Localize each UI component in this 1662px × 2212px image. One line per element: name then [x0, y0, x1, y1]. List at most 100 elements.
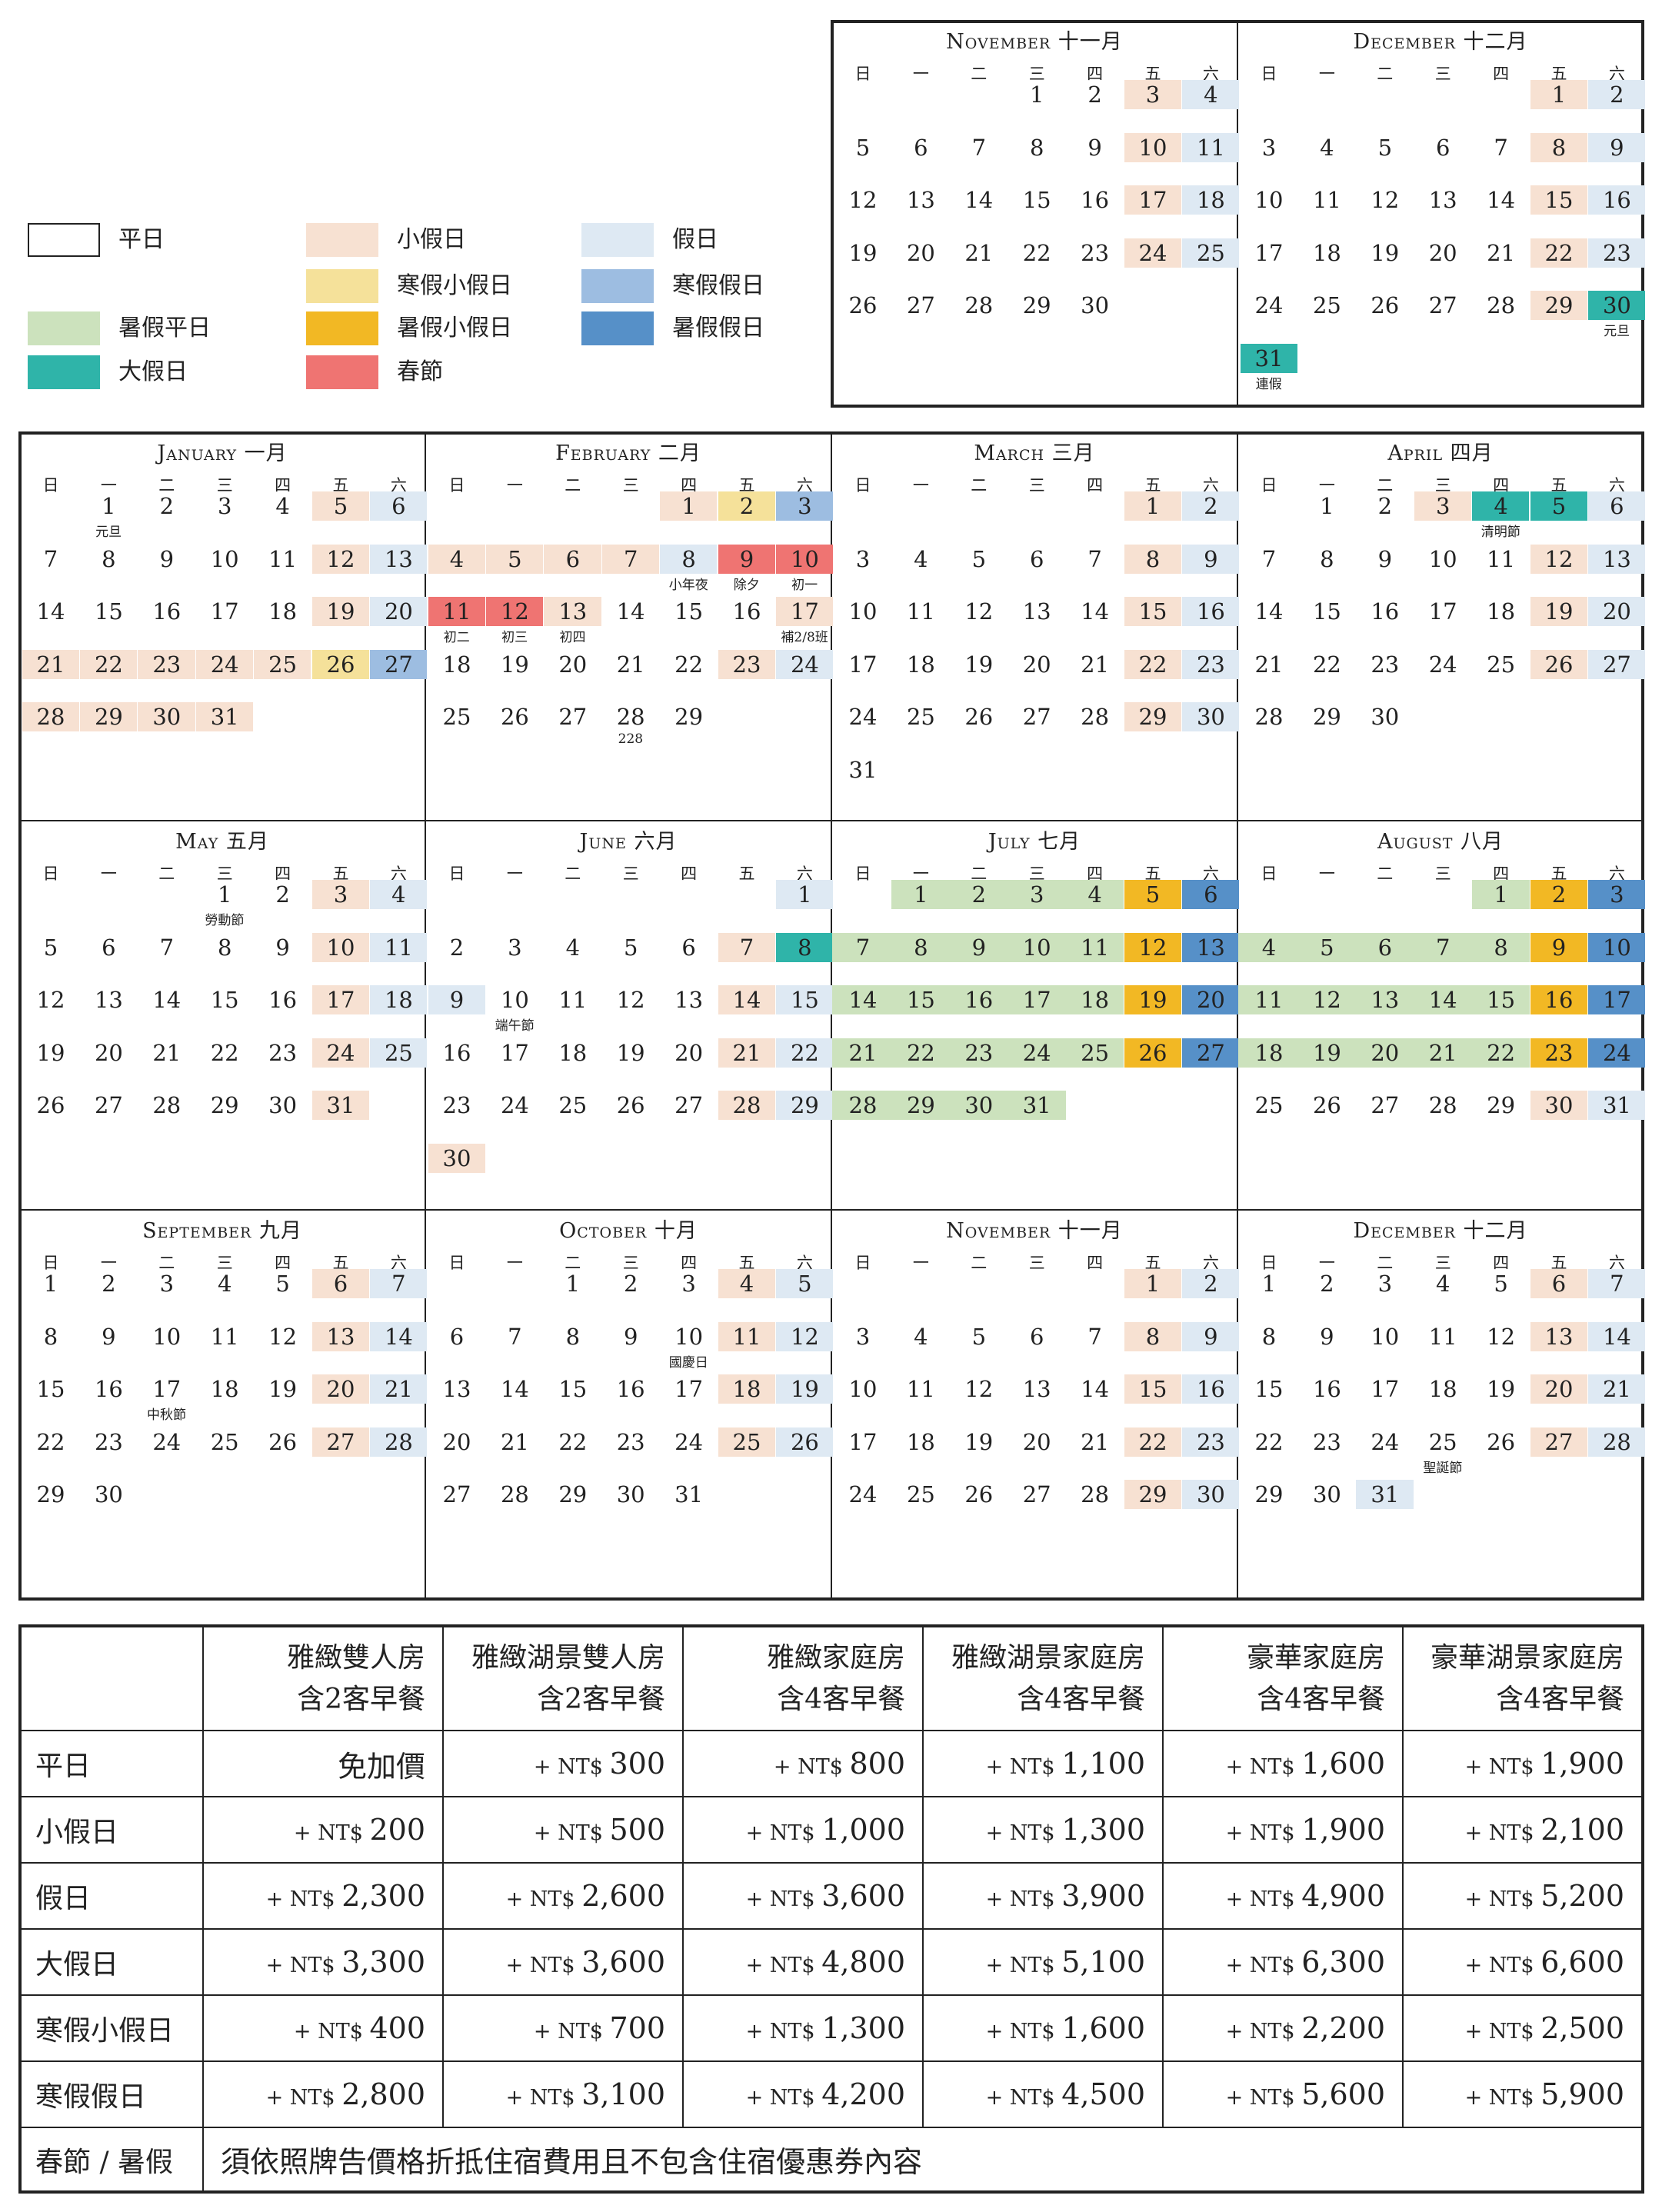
day-number[interactable]: 22: [1138, 651, 1167, 678]
day-number[interactable]: 25: [558, 1092, 588, 1118]
day-number[interactable]: 27: [1022, 704, 1051, 730]
day-number[interactable]: 2: [1204, 1271, 1218, 1297]
day-number[interactable]: 12: [1544, 545, 1574, 572]
day-number[interactable]: 2: [623, 1271, 638, 1297]
day-number[interactable]: 30: [1544, 1092, 1574, 1118]
day-number[interactable]: 1: [43, 1271, 58, 1297]
day-number[interactable]: 27: [1544, 1428, 1574, 1455]
day-number[interactable]: 25: [268, 651, 298, 678]
day-number[interactable]: 15: [36, 1376, 65, 1402]
day-number[interactable]: 30: [1371, 704, 1400, 730]
day-number[interactable]: 12: [326, 545, 355, 572]
day-number[interactable]: 11: [268, 545, 298, 572]
day-number[interactable]: 28: [964, 292, 994, 318]
day-number[interactable]: 14: [1081, 1376, 1110, 1402]
day-number[interactable]: 23: [442, 1092, 471, 1118]
day-number[interactable]: 13: [1022, 1376, 1051, 1402]
day-number[interactable]: 9: [1610, 134, 1624, 161]
day-number[interactable]: 26: [964, 1481, 994, 1507]
day-number[interactable]: 5: [971, 1323, 987, 1350]
day-number[interactable]: 19: [1544, 598, 1574, 625]
day-number[interactable]: 22: [1022, 239, 1051, 266]
day-number[interactable]: 19: [1487, 1376, 1516, 1402]
day-number[interactable]: 9: [275, 934, 290, 961]
day-number[interactable]: 6: [333, 1271, 348, 1297]
day-number[interactable]: 2: [1610, 82, 1624, 108]
day-number[interactable]: 7: [1261, 545, 1277, 572]
day-number[interactable]: 23: [1081, 239, 1110, 266]
day-number[interactable]: 29: [674, 704, 704, 730]
day-number[interactable]: 25: [732, 1428, 761, 1455]
day-number[interactable]: 8: [1145, 545, 1161, 572]
day-number[interactable]: 1: [217, 881, 232, 908]
day-number[interactable]: 9: [159, 545, 175, 572]
day-number[interactable]: 10: [1254, 187, 1284, 213]
day-number[interactable]: 7: [391, 1271, 406, 1297]
day-number[interactable]: 3: [1377, 1271, 1393, 1297]
day-number[interactable]: 20: [1022, 1428, 1051, 1455]
day-number[interactable]: 9: [739, 545, 754, 572]
day-number[interactable]: 13: [1544, 1323, 1574, 1350]
day-number[interactable]: 21: [1081, 651, 1110, 678]
day-number[interactable]: 14: [964, 187, 994, 213]
day-number[interactable]: 17: [848, 1428, 878, 1455]
day-number[interactable]: 1: [1320, 493, 1334, 519]
day-number[interactable]: 23: [732, 651, 761, 678]
day-number[interactable]: 26: [1138, 1039, 1167, 1066]
day-number[interactable]: 27: [558, 704, 588, 730]
day-number[interactable]: 16: [732, 598, 761, 625]
day-number[interactable]: 7: [1087, 545, 1102, 572]
day-number[interactable]: 1: [1261, 1271, 1277, 1297]
day-number[interactable]: 12: [848, 187, 878, 213]
day-number[interactable]: 29: [1138, 1481, 1167, 1507]
day-number[interactable]: 6: [914, 134, 928, 161]
day-number[interactable]: 30: [1602, 292, 1631, 318]
day-number[interactable]: 22: [1544, 239, 1574, 266]
day-number[interactable]: 2: [102, 1271, 116, 1297]
day-number[interactable]: 1: [681, 493, 696, 519]
day-number[interactable]: 6: [1435, 134, 1451, 161]
day-number[interactable]: 5: [623, 934, 638, 961]
day-number[interactable]: 7: [739, 934, 754, 961]
day-number[interactable]: 16: [1312, 1376, 1341, 1402]
day-number[interactable]: 10: [1602, 934, 1631, 961]
day-number[interactable]: 9: [1551, 934, 1567, 961]
day-number[interactable]: 11: [906, 1376, 935, 1402]
day-number[interactable]: 3: [681, 1271, 696, 1297]
day-number[interactable]: 14: [500, 1376, 529, 1402]
day-number[interactable]: 24: [500, 1092, 529, 1118]
day-number[interactable]: 22: [906, 1039, 935, 1066]
day-number[interactable]: 28: [1081, 704, 1110, 730]
day-number[interactable]: 7: [159, 934, 175, 961]
day-number[interactable]: 20: [674, 1039, 704, 1066]
day-number[interactable]: 17: [500, 1039, 529, 1066]
day-number[interactable]: 23: [268, 1039, 298, 1066]
day-number[interactable]: 24: [848, 1481, 878, 1507]
day-number[interactable]: 25: [1081, 1039, 1110, 1066]
day-number[interactable]: 11: [732, 1323, 761, 1350]
day-number[interactable]: 19: [1138, 987, 1167, 1013]
day-number[interactable]: 12: [1312, 987, 1341, 1013]
day-number[interactable]: 21: [964, 239, 994, 266]
day-number[interactable]: 21: [1081, 1428, 1110, 1455]
day-number[interactable]: 25: [1312, 292, 1341, 318]
day-number[interactable]: 22: [1312, 651, 1341, 678]
day-number[interactable]: 16: [268, 987, 298, 1013]
day-number[interactable]: 6: [1377, 934, 1393, 961]
day-number[interactable]: 4: [275, 493, 290, 519]
day-number[interactable]: 1: [565, 1271, 581, 1297]
day-number[interactable]: 8: [1261, 1323, 1277, 1350]
day-number[interactable]: 28: [616, 704, 645, 730]
day-number[interactable]: 19: [616, 1039, 645, 1066]
day-number[interactable]: 18: [1487, 598, 1516, 625]
day-number[interactable]: 28: [1081, 1481, 1110, 1507]
day-number[interactable]: 5: [1551, 493, 1567, 519]
day-number[interactable]: 17: [674, 1376, 704, 1402]
day-number[interactable]: 28: [1487, 292, 1516, 318]
day-number[interactable]: 4: [391, 881, 406, 908]
day-number[interactable]: 30: [1196, 704, 1225, 730]
day-number[interactable]: 2: [1204, 493, 1218, 519]
day-number[interactable]: 10: [152, 1323, 182, 1350]
day-number[interactable]: 30: [268, 1092, 298, 1118]
day-number[interactable]: 5: [333, 493, 348, 519]
